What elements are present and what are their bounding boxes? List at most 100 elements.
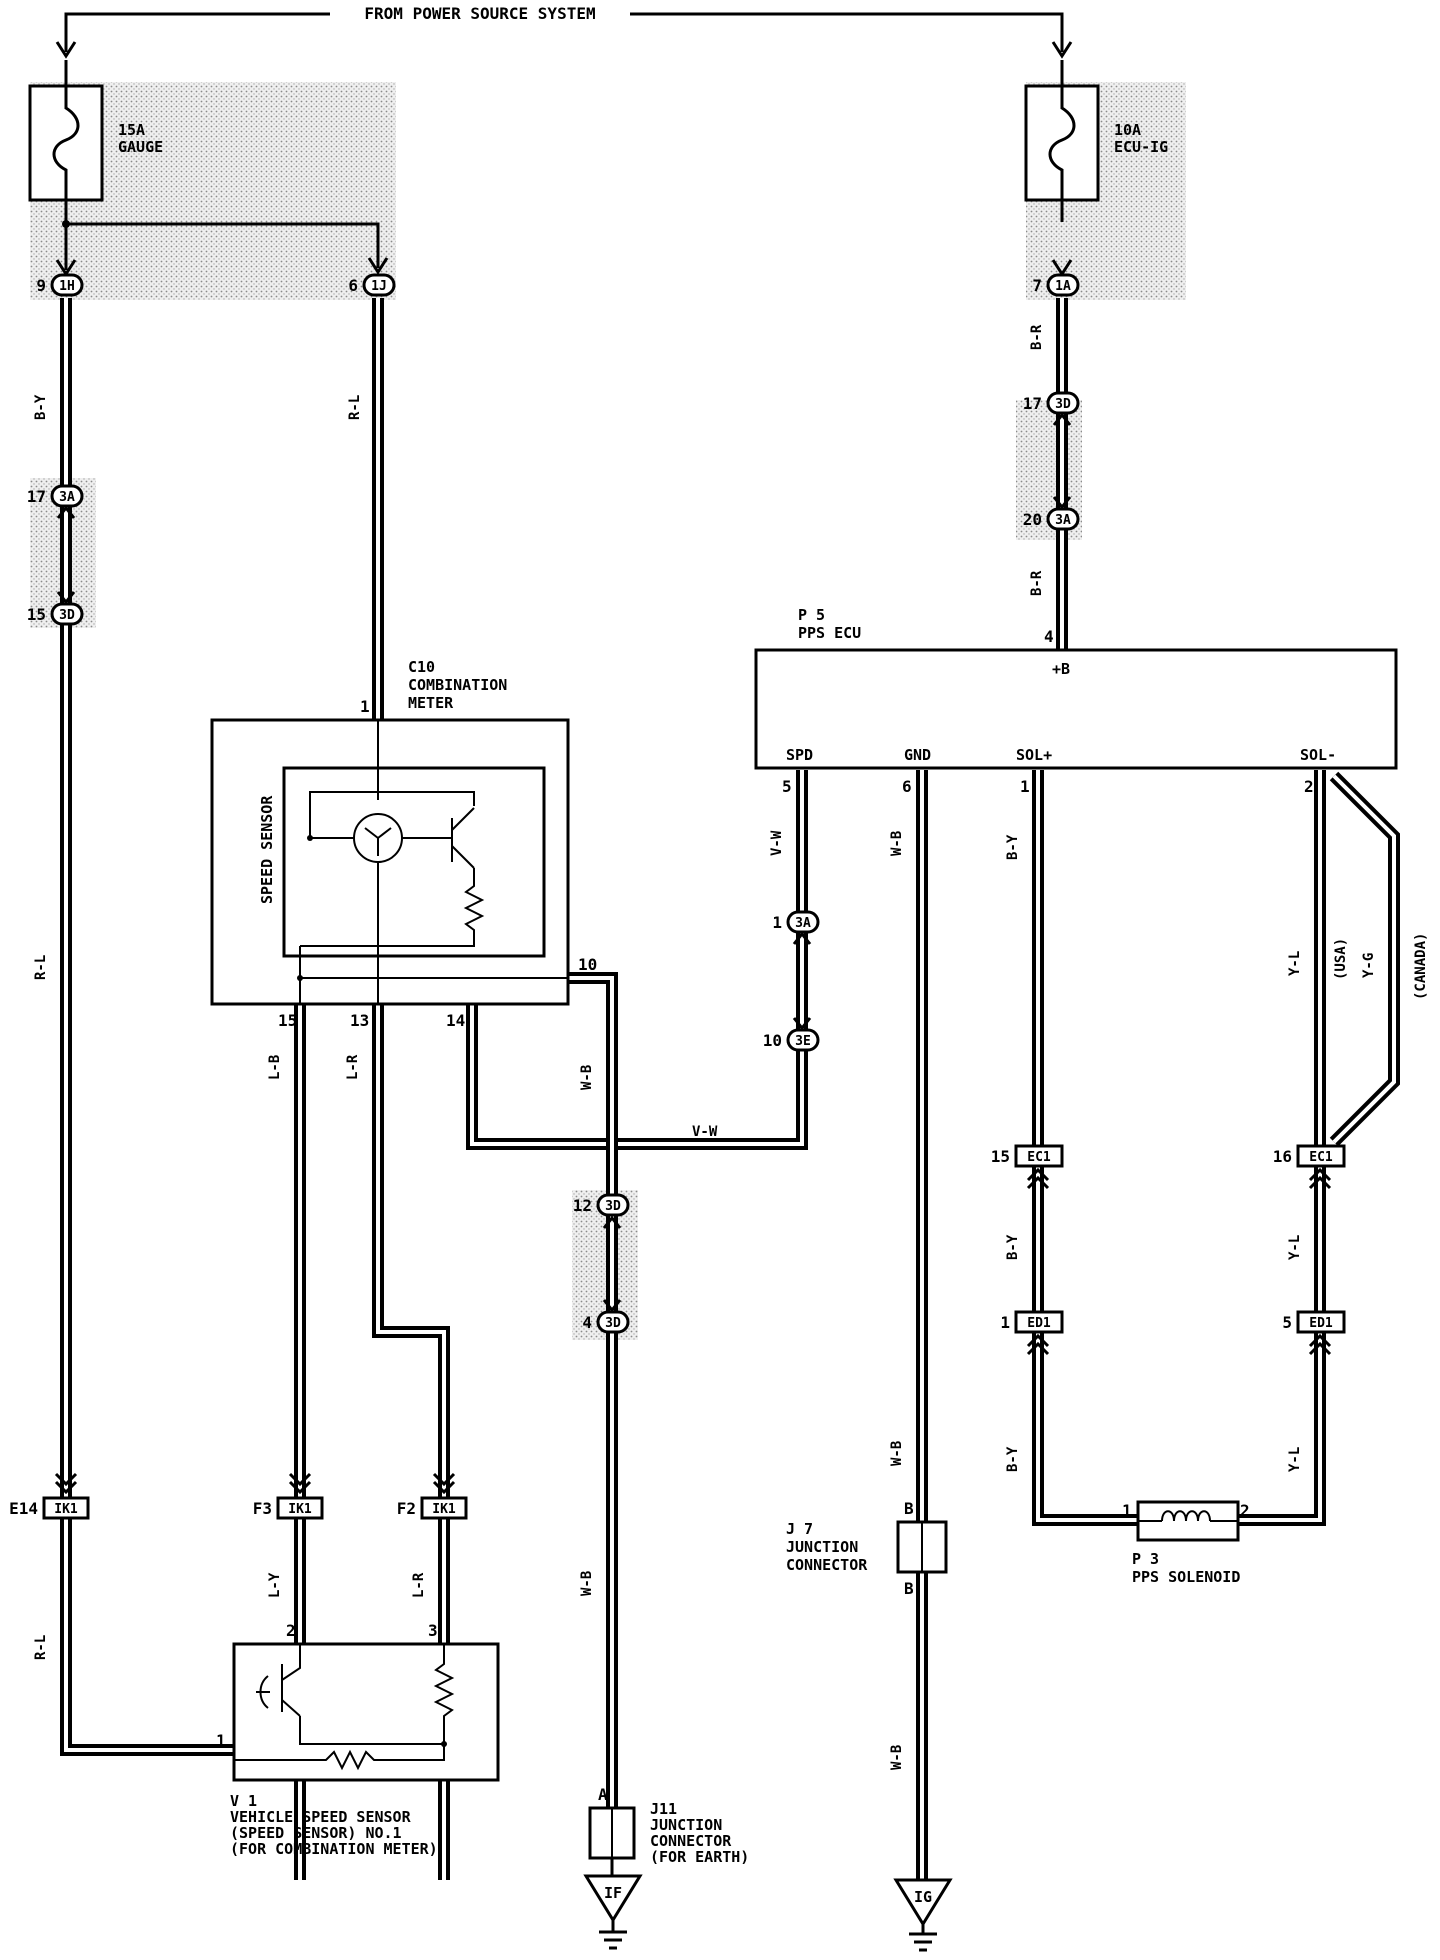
ecu-term-solp: SOL+ — [1016, 746, 1052, 764]
connector-id: IK1 — [432, 1502, 456, 1517]
fuse-ecu-ig: 10A ECU-IG — [1024, 60, 1168, 222]
label-yg: Y-G — [1361, 953, 1377, 978]
ecu-term-spd: SPD — [786, 746, 813, 764]
chevron-icon — [54, 1472, 78, 1487]
label-rl-bottom: R-L — [33, 1635, 49, 1660]
vss-pin-2: 2 — [286, 1621, 296, 1640]
label-wb-ecu: W-B — [889, 831, 905, 856]
meter-pin-13: 13 — [350, 1011, 369, 1030]
ecu-term-gnd: GND — [904, 746, 931, 764]
connector-pin: F2 — [397, 1499, 416, 1518]
label-usa: (USA) — [1333, 938, 1349, 980]
meter-pin-14: 14 — [446, 1011, 465, 1030]
label-lb: L-B — [267, 1055, 283, 1080]
connector-3d-right-pin: 17 — [1023, 394, 1042, 413]
connector-1h-pin: 9 — [36, 276, 46, 295]
solenoid-pin-2: 2 — [1240, 1501, 1250, 1520]
connector-3d-ground-top-id: 3D — [605, 1199, 621, 1214]
ecu-pin-solm: 2 — [1304, 777, 1314, 796]
fuse-gauge-amp: 15A — [118, 121, 145, 139]
chevron-icon — [432, 1480, 456, 1495]
connector-body — [276, 1496, 324, 1520]
chevron-icon — [432, 1472, 456, 1487]
wire-labels: B-Y R-L R-L R-L B-R B-R L-B L-R V-W V-W … — [33, 324, 1429, 1770]
connector-3a-spd-id: 3A — [795, 916, 811, 931]
vss-pin-3: 3 — [428, 1621, 438, 1640]
ecu-id: P 5 — [798, 606, 825, 624]
label-vw-horiz: V-W — [692, 1124, 718, 1140]
j7-line-2: CONNECTOR — [786, 1556, 868, 1574]
label-wb-meter: W-B — [579, 1065, 595, 1090]
connector-3d-ground-top: 3D 12 — [573, 1193, 630, 1217]
connector-3d-left-id: 3D — [59, 608, 75, 623]
pps-solenoid: 1 2 P 3 PPS SOLENOID — [1122, 1500, 1250, 1586]
label-yl-2: Y-L — [1287, 1235, 1303, 1260]
chevron-icon — [288, 1472, 312, 1487]
connector-3a-left-pin: 17 — [27, 487, 46, 506]
connector-3a-left-id: 3A — [59, 490, 75, 505]
connector-ed1-right-id: ED1 — [1309, 1316, 1333, 1331]
connector-3e-spd-id: 3E — [795, 1034, 811, 1049]
junction-connector-j7: B B J 7 JUNCTION CONNECTOR — [786, 1499, 948, 1598]
connector-3d-right: 3D 17 — [1023, 391, 1080, 415]
j11-line-3: (FOR EARTH) — [650, 1848, 749, 1866]
speed-sensor-label: SPEED SENSOR — [258, 795, 276, 904]
connector-3d-left: 3D 15 — [27, 602, 84, 626]
vss-line-2: (SPEED SENSOR) NO.1 — [230, 1824, 402, 1842]
label-lr-meter: L-R — [345, 1054, 361, 1080]
label-br-top: B-R — [1029, 324, 1045, 350]
solenoid-id: P 3 — [1132, 1550, 1159, 1568]
j11-line-2: CONNECTOR — [650, 1832, 732, 1850]
connector-3d-ground-bot-pin: 4 — [582, 1313, 592, 1332]
vss-line-3: (FOR COMBINATION METER) — [230, 1840, 438, 1858]
vss-line-1: VEHICLE SPEED SENSOR — [230, 1808, 412, 1826]
connector-ec1-right-pin: 16 — [1273, 1147, 1292, 1166]
fuse-gauge-name: GAUGE — [118, 138, 163, 156]
label-ly: L-Y — [267, 1572, 283, 1598]
label-wb-j11: W-B — [579, 1571, 595, 1596]
label-lr-sensor: L-R — [411, 1572, 427, 1598]
meter-pin-1: 1 — [360, 697, 370, 716]
label-by-left: B-Y — [33, 394, 49, 420]
connector-ed1-right-pin: 5 — [1282, 1313, 1292, 1332]
connector-3d-ground-top-pin: 12 — [573, 1196, 592, 1215]
ecu-name: PPS ECU — [798, 624, 861, 642]
meter-pin-15: 15 — [278, 1011, 297, 1030]
junction-connector-j11: A J11 JUNCTION CONNECTOR (FOR EARTH) — [588, 1785, 749, 1866]
connector-3a-right-pin: 20 — [1023, 510, 1042, 529]
j7-line-1: JUNCTION — [786, 1538, 858, 1556]
connector-3a-left: 3A 17 — [27, 484, 84, 508]
meter-name-1: COMBINATION — [408, 676, 507, 694]
label-by-sol-2: B-Y — [1005, 1234, 1021, 1260]
connector-id: IK1 — [288, 1502, 312, 1517]
solenoid-pin-1: 1 — [1122, 1501, 1132, 1520]
ecu-pin-gnd: 6 — [902, 777, 912, 796]
ground-if-label: IF — [604, 1884, 622, 1902]
connector-ed1-left-id: ED1 — [1027, 1316, 1051, 1331]
label-yl-1: Y-L — [1287, 951, 1303, 976]
connector-3d-left-pin: 15 — [27, 605, 46, 624]
j7-pin-bot: B — [904, 1579, 914, 1598]
j7-pin-top: B — [904, 1499, 914, 1518]
connector-1h: 1H 9 — [36, 273, 84, 297]
vehicle-speed-sensor: 1 2 3 V 1 VEHICLE SPEED SENSOR (SPEED SE… — [216, 1621, 500, 1858]
connector-3a-right-id: 3A — [1055, 513, 1071, 528]
label-wb-j7-top: W-B — [889, 1441, 905, 1466]
label-by-sol-1: B-Y — [1005, 834, 1021, 860]
chevron-icon — [54, 1480, 78, 1495]
connector-ec1-right: EC1 16 — [1273, 1144, 1346, 1168]
j11-line-1: JUNCTION — [650, 1816, 722, 1834]
ground-if: IF — [583, 1858, 643, 1950]
connector-ed1-left: ED1 1 — [1000, 1310, 1064, 1334]
connector-1j-id: 1J — [371, 279, 387, 294]
connector-body — [42, 1496, 90, 1520]
connector-3d-right-id: 3D — [1055, 397, 1071, 412]
connector-body — [420, 1496, 468, 1520]
connector-ec1-left-pin: 15 — [991, 1147, 1010, 1166]
connector-pin: E14 — [9, 1499, 38, 1518]
vss-id: V 1 — [230, 1792, 257, 1810]
connector-1j-pin: 6 — [348, 276, 358, 295]
connector-3a-right: 3A 20 — [1023, 507, 1080, 531]
